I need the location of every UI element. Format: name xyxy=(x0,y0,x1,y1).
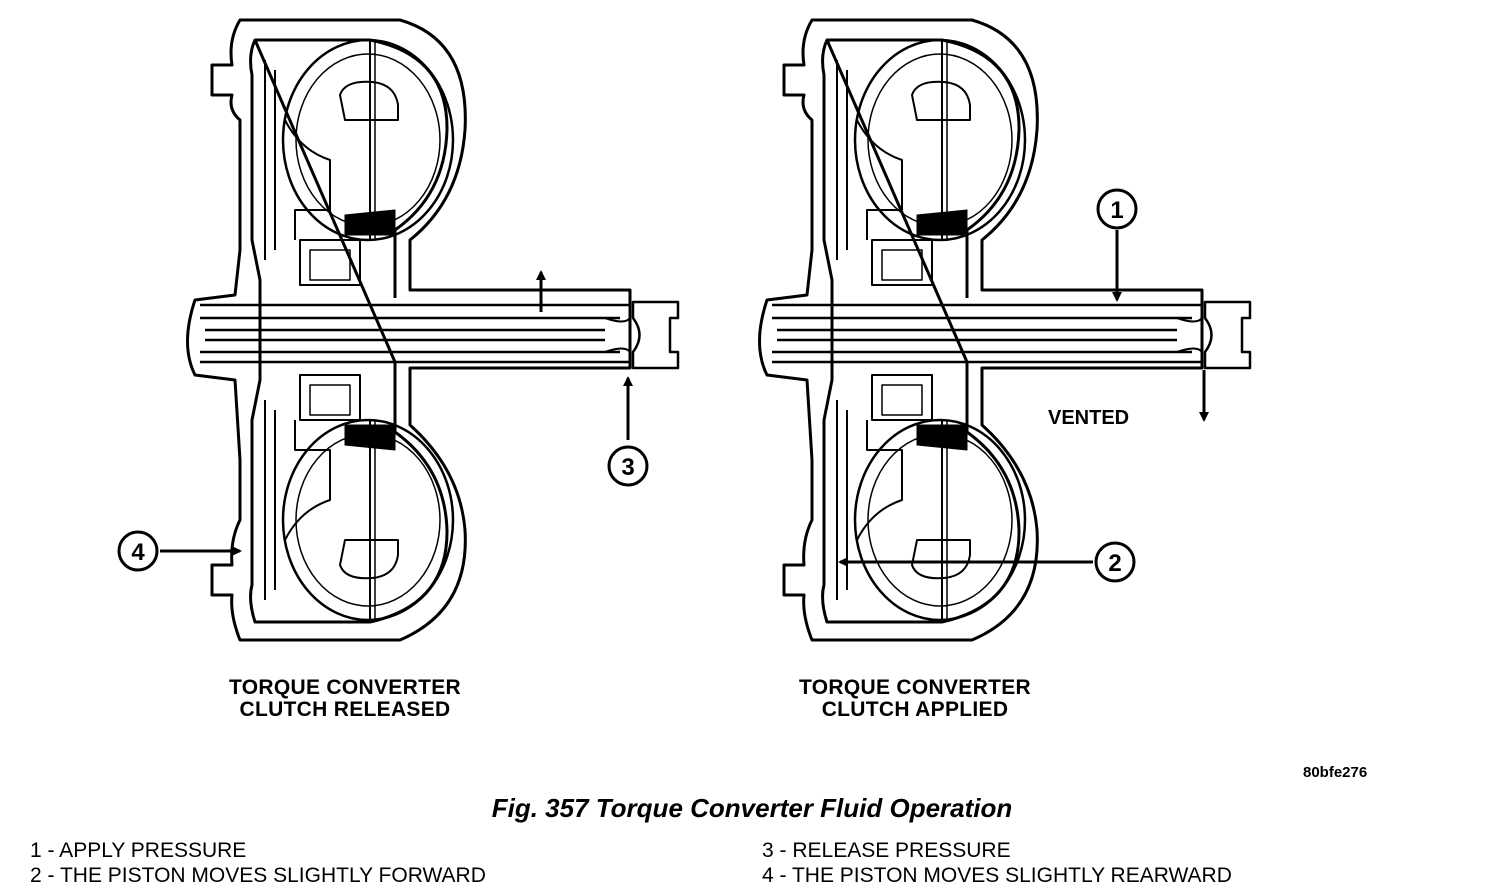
svg-text:4: 4 xyxy=(131,539,145,566)
released-title: TORQUE CONVERTER CLUTCH RELEASED xyxy=(195,677,495,721)
legend-item: 1 - APPLY PRESSURE xyxy=(30,839,247,862)
figure-code: 80bfe276 xyxy=(1303,764,1368,781)
legend-item: 4 - THE PISTON MOVES SLIGHTLY REARWARD xyxy=(762,864,1232,887)
legend-item: 3 - RELEASE PRESSURE xyxy=(762,839,1011,862)
callout-2: 2 xyxy=(1094,541,1136,583)
legend-right: 3 - RELEASE PRESSURE 4 - THE PISTON MOVE… xyxy=(762,838,1232,888)
converter-applied-drawing xyxy=(758,18,1252,642)
svg-text:3: 3 xyxy=(621,454,634,481)
applied-title-line1: TORQUE CONVERTER xyxy=(799,676,1031,699)
legend-item: 2 - THE PISTON MOVES SLIGHTLY FORWARD xyxy=(30,864,486,887)
applied-title: TORQUE CONVERTER CLUTCH APPLIED xyxy=(765,677,1065,721)
converter-released-drawing xyxy=(186,18,680,642)
released-title-line2: CLUTCH RELEASED xyxy=(239,698,451,721)
callout-3: 3 xyxy=(607,445,649,487)
legend-left: 1 - APPLY PRESSURE 2 - THE PISTON MOVES … xyxy=(30,838,486,888)
svg-text:2: 2 xyxy=(1108,550,1121,577)
svg-text:1: 1 xyxy=(1110,197,1123,224)
applied-title-line2: CLUTCH APPLIED xyxy=(821,698,1009,721)
callout-1: 1 xyxy=(1096,188,1138,230)
vented-label: VENTED xyxy=(1048,407,1130,429)
released-title-line1: TORQUE CONVERTER xyxy=(229,676,461,699)
figure-caption: Fig. 357 Torque Converter Fluid Operatio… xyxy=(491,793,1013,823)
callout-4: 4 xyxy=(117,530,159,572)
